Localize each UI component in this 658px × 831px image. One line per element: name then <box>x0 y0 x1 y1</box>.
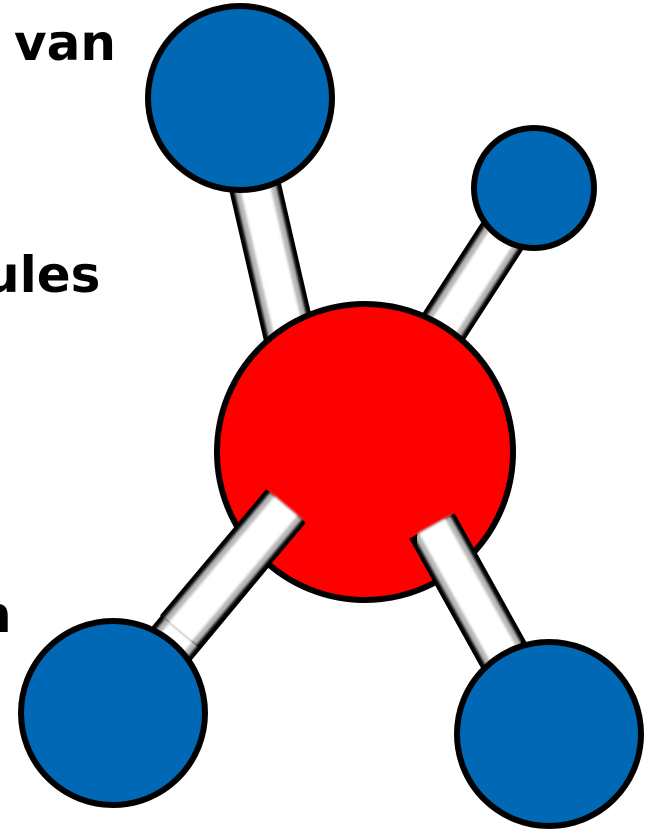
atom-bottom-left <box>18 618 208 808</box>
atom-top-left <box>145 3 335 193</box>
bond-bottom-left-overlay <box>160 489 306 649</box>
text-fragment-n: n <box>0 590 12 640</box>
atom-bottom-right <box>454 639 644 829</box>
atom-top-right <box>471 125 597 251</box>
bond-bottom-right-overlay <box>409 513 529 672</box>
text-fragment-ules: ules <box>0 246 101 304</box>
text-fragment-van: van <box>14 14 116 72</box>
